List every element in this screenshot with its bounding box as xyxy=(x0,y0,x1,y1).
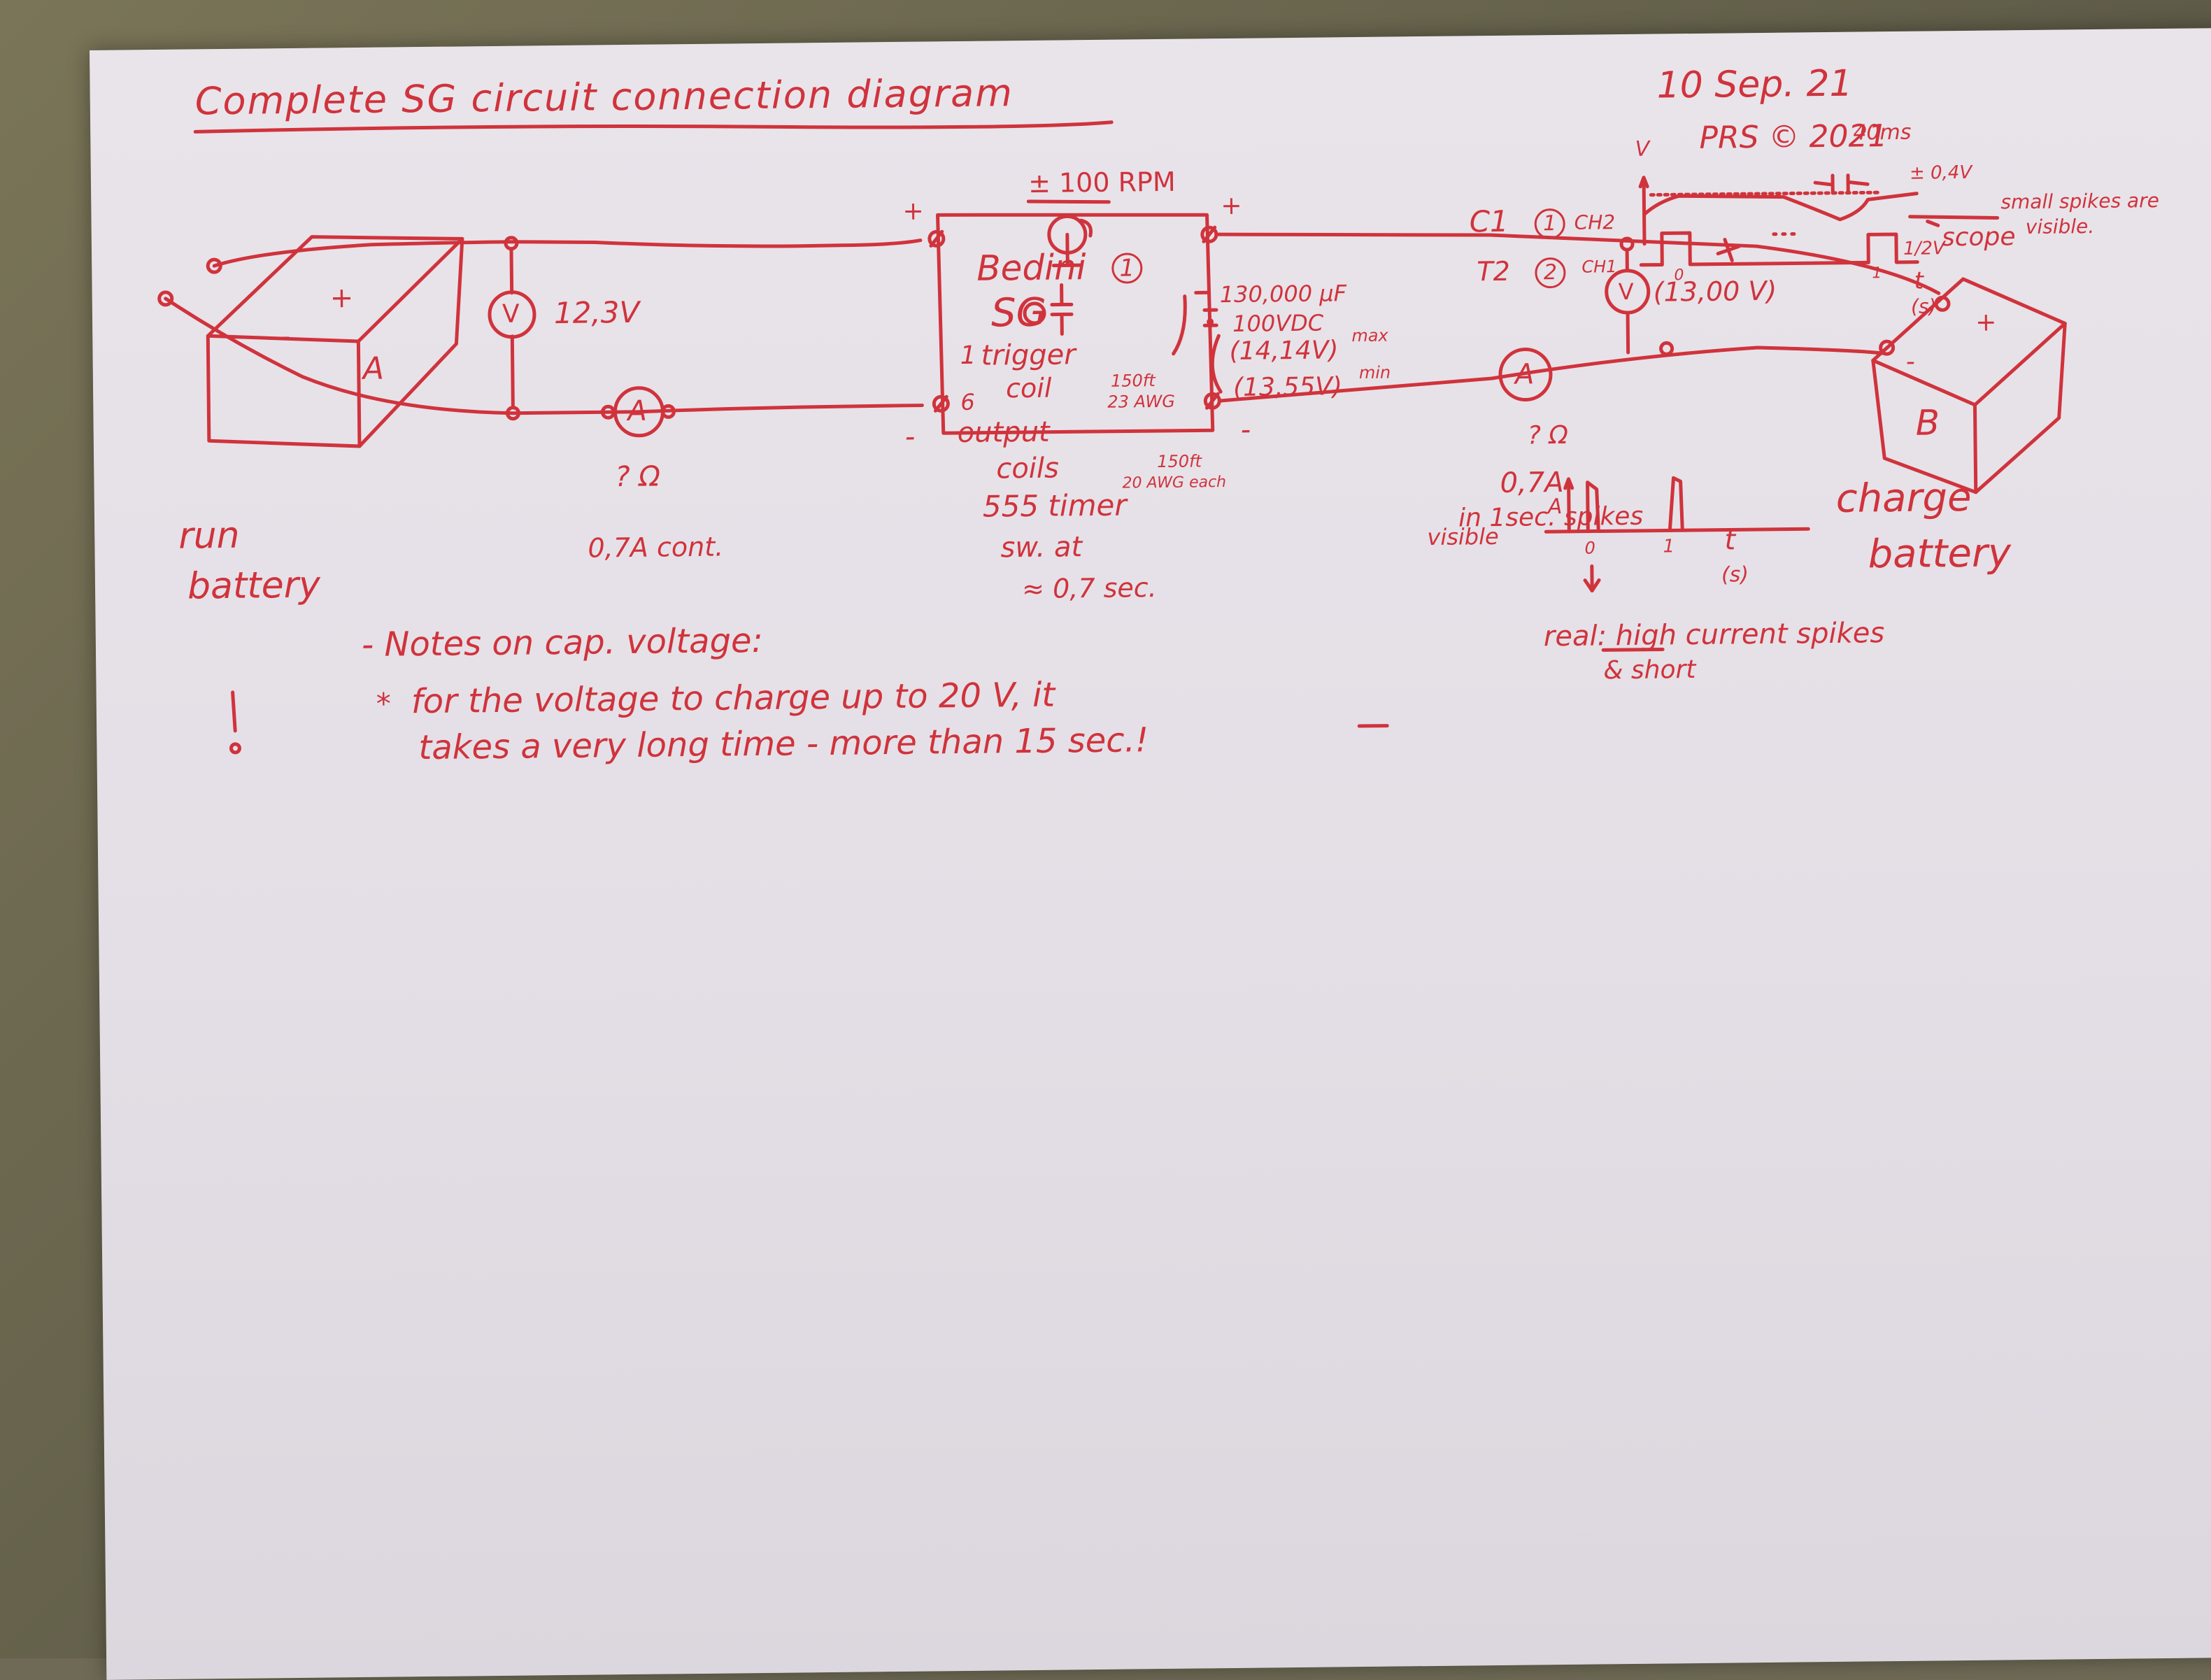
scope-c1-index: 1 xyxy=(1534,208,1565,239)
title-underline xyxy=(195,120,1111,135)
scope-tick1: 1 xyxy=(1872,266,1882,281)
scope-spikes-note-1: small spikes are xyxy=(2000,191,2159,212)
timer-label-2: sw. at xyxy=(1000,533,1082,562)
output-label-1: output xyxy=(958,418,1050,447)
battery-b-drawing xyxy=(1872,278,2067,493)
sg-output-plus: + xyxy=(1221,194,1242,219)
sg-index: 1 xyxy=(1111,252,1142,283)
battery-a-minus: - xyxy=(280,322,290,350)
charge-battery-label-2: battery xyxy=(1868,534,2011,574)
current-graph-x-axis: t xyxy=(1724,526,1735,554)
current-graph-drawing xyxy=(1546,476,1810,591)
run-voltage-reading: 12,3V xyxy=(554,298,640,328)
notes-exclamation-stroke xyxy=(233,692,236,731)
diagram-title: Complete SG circuit connection diagram xyxy=(194,74,1014,120)
notes-line-2: takes a very long time - more than 15 se… xyxy=(418,723,1149,764)
scope-c1-label: C1 xyxy=(1469,207,1508,237)
notes-heading: - Notes on cap. voltage: xyxy=(362,624,763,662)
trigger-spec-1: 150ft xyxy=(1111,372,1156,390)
output-spec-1: 150ft xyxy=(1157,453,1202,470)
scope-spikes-note-2: visible. xyxy=(2026,217,2095,237)
notes-line-1: for the voltage to charge up to 20 V, it xyxy=(411,678,1055,719)
timer-label-1: 555 timer xyxy=(983,491,1127,522)
real-note-2: & short xyxy=(1603,657,1695,683)
current-graph-y-axis: A xyxy=(1548,497,1563,518)
output-spec-2: 20 AWG each xyxy=(1122,475,1226,492)
timer-label-3: ≈ 0,7 sec. xyxy=(1022,574,1157,602)
run-ammeter-resistance: ? Ω xyxy=(615,462,660,491)
sg-title-2: SG xyxy=(991,294,1047,334)
scope-pulse-width: 40ms xyxy=(1853,122,1911,144)
cap-voltage: 100VDC xyxy=(1232,312,1323,335)
sg-input-plus: + xyxy=(902,199,924,225)
sg-title-1: Bedini xyxy=(976,250,1086,286)
diagram-drawing xyxy=(90,28,2211,1680)
paper-sheet: Complete SG circuit connection diagram 1… xyxy=(90,28,2211,1680)
current-graph-visible: visible xyxy=(1427,525,1499,548)
trigger-count: 1 xyxy=(960,343,976,369)
run-current-reading: 0,7A cont. xyxy=(588,534,723,562)
run-negative-wire xyxy=(166,291,923,417)
notes-bullet: * xyxy=(376,690,391,719)
run-battery-label-2: battery xyxy=(187,567,320,605)
cap-min: (13,55V) xyxy=(1233,374,1342,401)
charge-ammeter-resistance: ? Ω xyxy=(1528,423,1568,449)
battery-b-letter: B xyxy=(1915,405,1940,440)
scope-level-top: ± 0,4V xyxy=(1910,164,1972,183)
cap-value: 130,000 µF xyxy=(1220,282,1347,306)
current-graph-tick0: 0 xyxy=(1584,539,1595,556)
current-graph-tick1: 1 xyxy=(1663,537,1675,555)
sg-output-minus: - xyxy=(1241,416,1251,444)
scope-x-unit: (s) xyxy=(1911,297,1937,316)
trigger-label-1: trigger xyxy=(981,341,1075,369)
run-battery-label-1: run xyxy=(178,518,240,555)
output-count: 6 xyxy=(960,391,975,413)
charge-current-1: 0,7A xyxy=(1500,469,1563,497)
output-label-2: coils xyxy=(996,455,1059,483)
real-note-1: real: high current spikes xyxy=(1544,619,1885,650)
scope-y-axis: V xyxy=(1635,139,1649,160)
battery-b-minus: - xyxy=(1906,350,1915,375)
scope-t2-index: 2 xyxy=(1535,257,1565,288)
scope-t2-label: T2 xyxy=(1477,258,1510,285)
scope-note: scope xyxy=(1942,225,2016,250)
charge-ammeter-symbol: A xyxy=(1515,360,1535,388)
charge-battery-label-1: charge xyxy=(1836,478,1972,519)
run-positive-wire xyxy=(214,238,920,266)
cap-max-tag: max xyxy=(1351,327,1388,345)
current-graph-x-unit: (s) xyxy=(1721,564,1749,585)
sg-input-minus: - xyxy=(905,423,916,451)
battery-a-letter: A xyxy=(363,354,385,385)
trigger-label-2: coil xyxy=(1006,375,1052,402)
date-text: 10 Sep. 21 xyxy=(1656,66,1852,104)
run-voltmeter-symbol: V xyxy=(502,302,520,327)
charge-voltmeter-symbol: V xyxy=(1619,280,1634,303)
scope-x-axis: t xyxy=(1914,269,1924,293)
battery-a-plus: + xyxy=(330,284,354,312)
battery-a-drawing xyxy=(159,235,464,448)
scope-ch2: CH2 xyxy=(1574,213,1616,233)
sg-rpm: ± 100 RPM xyxy=(1028,169,1176,197)
battery-b-plus: + xyxy=(1975,310,1997,335)
trigger-spec-2: 23 AWG xyxy=(1107,393,1175,411)
run-ammeter-symbol: A xyxy=(627,397,647,425)
scope-level-bottom: 1/2V xyxy=(1903,239,1945,258)
scope-ch1: CH1 xyxy=(1581,258,1616,276)
charge-voltage-reading: (13,00 V) xyxy=(1654,278,1777,306)
cap-max: (14,14V) xyxy=(1229,338,1338,364)
cap-min-tag: min xyxy=(1359,364,1391,381)
